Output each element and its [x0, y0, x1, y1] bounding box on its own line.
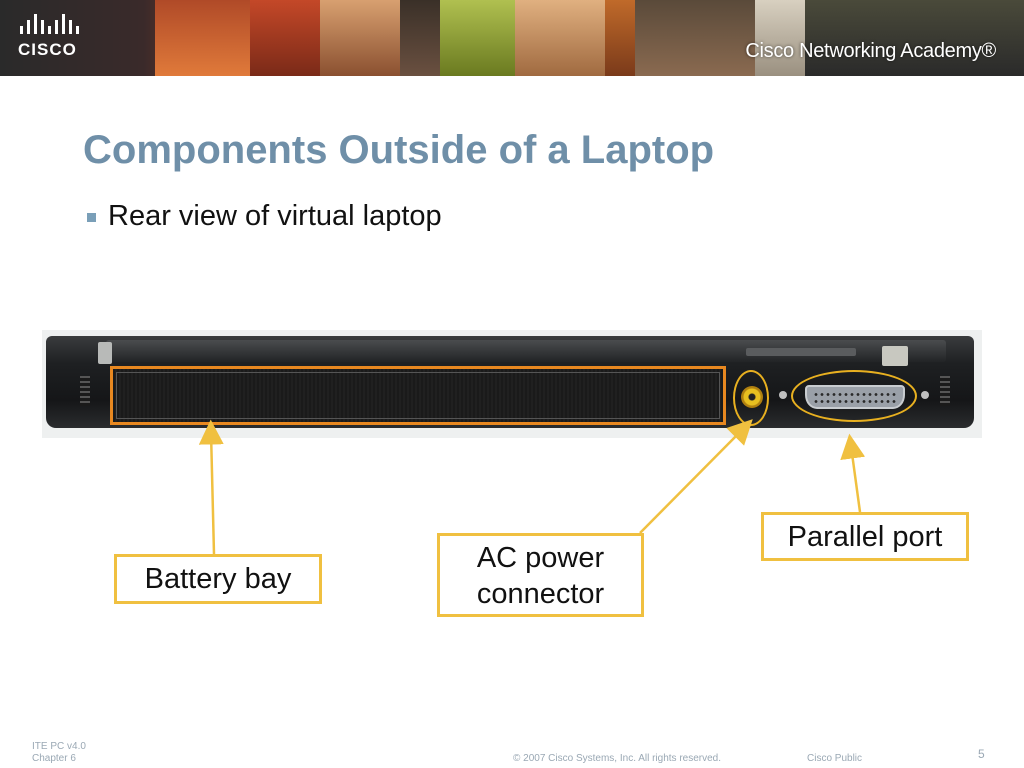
bullet-square-icon	[87, 213, 96, 222]
slide-title: Components Outside of a Laptop	[83, 128, 715, 172]
lid-slot	[746, 348, 856, 356]
footer-course: ITE PC v4.0	[32, 741, 86, 752]
banner-photo	[155, 0, 250, 76]
bullet-text: Rear view of virtual laptop	[108, 200, 442, 232]
cisco-logo: CISCO	[18, 14, 98, 62]
hinge-left	[98, 342, 112, 364]
footer-classification: Cisco Public	[807, 753, 863, 764]
laptop-lid	[106, 340, 946, 362]
parallel-port-label: Parallel port	[761, 512, 969, 561]
ac-power-connector-highlight	[733, 370, 769, 426]
battery-arrow	[198, 419, 224, 555]
ac-label-line1: AC power	[476, 542, 605, 574]
banner-photo	[250, 0, 320, 76]
battery-bay-inner	[116, 372, 720, 419]
banner-photo	[440, 0, 515, 76]
battery-bay-label: Battery bay	[114, 554, 322, 604]
footer-copyright: © 2007 Cisco Systems, Inc. All rights re…	[513, 753, 722, 764]
banner-photo	[755, 0, 805, 76]
hinge-right	[882, 346, 908, 366]
footer-chapter: Chapter 6	[32, 753, 76, 764]
banner-photo	[635, 0, 755, 76]
banner-photo	[320, 0, 400, 76]
ac-jack-icon	[741, 386, 763, 408]
ac-arrow	[639, 419, 753, 534]
battery-bay-text: Battery bay	[144, 563, 292, 595]
cisco-bars-icon	[20, 14, 98, 34]
ac-label-line2: connector	[476, 578, 605, 610]
academy-title: Cisco Networking Academy®	[745, 40, 996, 62]
ac-power-connector-label: AC power connector	[437, 533, 644, 617]
parallel-port-text: Parallel port	[787, 521, 943, 553]
banner-photo	[605, 0, 635, 76]
screw-right	[921, 391, 929, 399]
screw-left	[779, 391, 787, 399]
banner-photo	[400, 0, 440, 76]
parallel-arrow	[840, 433, 866, 513]
bullet-item: Rear view of virtual laptop	[87, 200, 442, 233]
banner-photo	[515, 0, 605, 76]
footer-course-info: ITE PC v4.0 Chapter 6	[32, 741, 86, 765]
parallel-port-highlight	[791, 370, 917, 422]
banner-photo	[805, 0, 1024, 76]
footer-page-number: 5	[978, 747, 985, 761]
vent-right	[940, 376, 950, 406]
cisco-logo-text: CISCO	[18, 40, 77, 59]
port-pins	[813, 391, 897, 403]
parallel-port-connector	[805, 385, 905, 409]
battery-bay-highlight	[110, 366, 726, 425]
vent-left	[80, 376, 90, 406]
header-banner: CISCO Cisco Networking Academy®	[0, 0, 1024, 78]
